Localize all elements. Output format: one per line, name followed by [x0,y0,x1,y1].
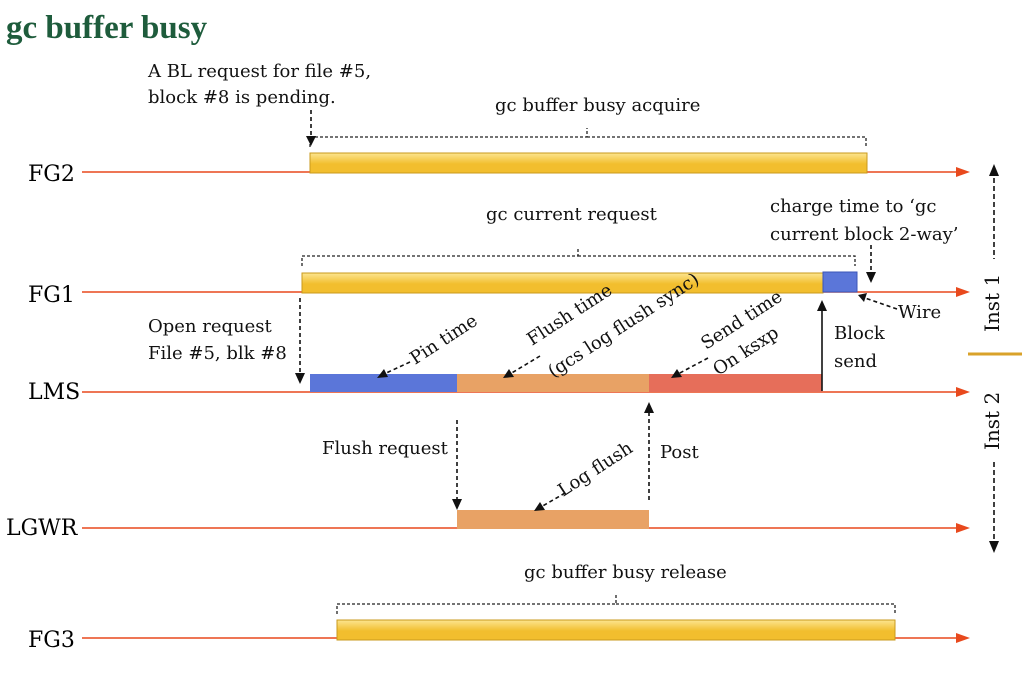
wire-bar [822,271,858,293]
lane-label-fg2: FG2 [28,162,75,187]
lane-label-fg1: FG1 [28,283,75,308]
open-request-label-line2: File #5, blk #8 [148,343,287,364]
log-flush-bar [457,510,649,529]
post-label: Post [660,442,699,463]
lane-label-lms: LMS [28,380,80,405]
arrow-icon [956,167,970,177]
pin-time-bar [310,374,457,392]
log-flush-pointer [540,492,566,508]
pin-time-label: Pin time [406,310,481,369]
brace-icon [301,247,856,266]
flush-request-label: Flush request [322,438,449,459]
arrow-icon [644,402,654,413]
inst2-label: Inst 2 [980,392,1004,450]
pin-time-pointer [383,361,411,375]
charge-time-label-line1: charge time to ‘gc [770,196,936,217]
current-request-bar [301,272,824,294]
arrow-icon [956,387,970,397]
arrow-icon [989,541,999,553]
bl-request-label-line2: block #8 is pending. [148,87,336,108]
brace-icon [336,595,896,614]
arrow-icon [817,300,827,311]
arrow-icon [671,369,682,378]
arrow-icon [858,293,867,302]
arrow-icon [956,287,970,297]
arrow-icon [295,373,305,384]
arrow-icon [989,164,999,176]
acquire-label: gc buffer busy acquire [495,95,700,116]
brace-icon [309,128,867,147]
bl-request-label-line1: A BL request for file #5, [147,61,371,82]
flush-time-pointer [509,355,541,375]
open-request-label-line1: Open request [148,316,273,337]
arrow-icon [956,633,970,643]
log-flush-label: Log flush [554,437,637,501]
arrow-icon [956,523,970,533]
charge-time-label-line2: current block 2-way’ [770,224,958,245]
send-time-bar [649,374,822,392]
block-send-label-line1: Block [834,323,886,344]
arrow-icon [866,272,876,283]
wire-pointer [861,296,898,310]
arrow-icon [377,369,388,378]
lane-label-fg3: FG3 [28,628,75,653]
inst1-label: Inst 1 [980,274,1004,332]
acquire-bar [309,152,868,174]
flush-time-bar [457,374,649,392]
arrow-icon [306,136,316,146]
release-label: gc buffer busy release [524,562,727,583]
slide-title: gc buffer busy [6,10,208,46]
release-bar [336,619,896,641]
send-time-pointer [677,357,709,375]
block-send-label-line2: send [834,351,877,372]
arrow-icon [503,369,514,378]
wire-label: Wire [898,302,941,323]
arrow-icon [452,499,462,510]
arrow-icon [534,502,545,511]
current-request-label: gc current request [486,204,658,225]
lane-label-lgwr: LGWR [6,516,79,541]
